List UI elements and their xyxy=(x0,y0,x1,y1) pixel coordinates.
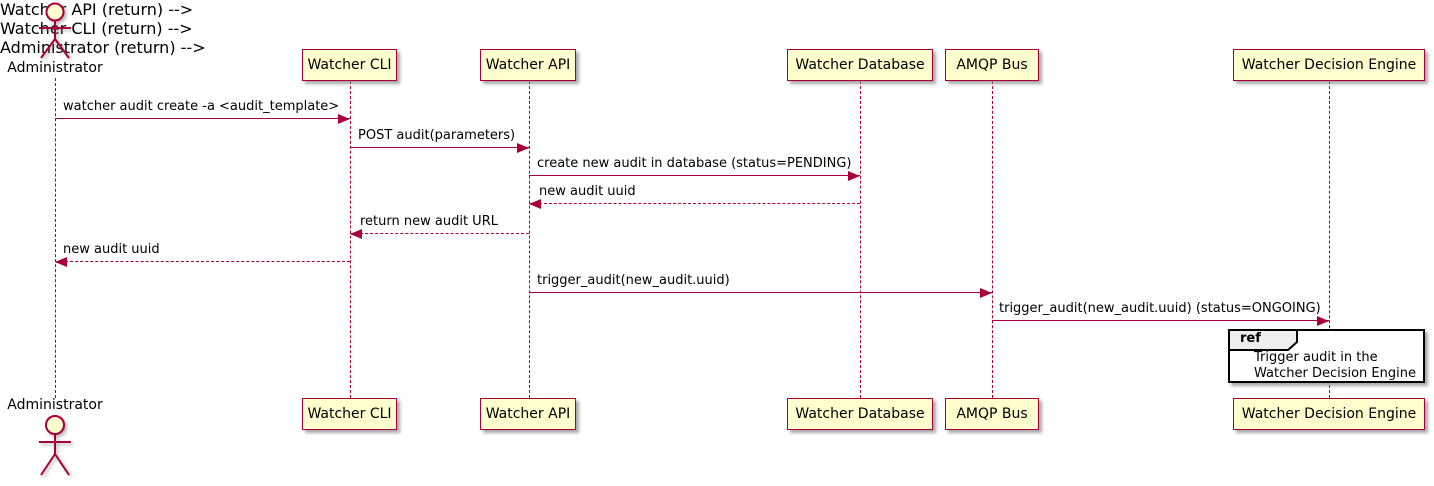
message-8-line xyxy=(992,320,1329,321)
arrowhead-left-icon xyxy=(350,229,362,239)
participant-watcher-cli-top: Watcher CLI xyxy=(302,49,397,81)
message-8-label: trigger_audit(new_audit.uuid) (status=ON… xyxy=(999,301,1321,316)
message-5-line xyxy=(350,233,529,234)
participant-label: AMQP Bus xyxy=(956,406,1028,422)
message-4-label: new audit uuid xyxy=(539,184,636,199)
participant-watcher-decision-engine-bottom: Watcher Decision Engine xyxy=(1233,398,1425,430)
arrowhead-right-icon xyxy=(338,114,350,124)
participant-watcher-database-top: Watcher Database xyxy=(787,49,933,81)
message-7-label: trigger_audit(new_audit.uuid) xyxy=(537,273,730,288)
arrowhead-left-icon xyxy=(529,199,541,209)
message-3-label: create new audit in database (status=PEN… xyxy=(537,156,852,171)
participant-label: Watcher API xyxy=(485,406,571,422)
message-4-line xyxy=(529,203,860,204)
ref-tab-icon xyxy=(1228,329,1298,351)
message-1-line xyxy=(55,118,350,119)
ref-text-line-1: Trigger audit in the xyxy=(1254,350,1378,365)
message-6-line xyxy=(55,261,350,262)
participant-amqp-bus-top: AMQP Bus xyxy=(945,49,1039,81)
message-2-label: POST audit(parameters) xyxy=(358,128,516,143)
participant-label: Watcher Database xyxy=(795,406,925,422)
ref-fragment: ref Trigger audit in the Watcher Decisio… xyxy=(1228,329,1425,383)
message-7-line xyxy=(529,292,992,293)
message-6-label: new audit uuid xyxy=(63,242,160,257)
participant-watcher-decision-engine-top: Watcher Decision Engine xyxy=(1233,49,1425,81)
participant-label: Watcher API xyxy=(485,57,571,73)
ref-text-line-2: Watcher Decision Engine xyxy=(1254,366,1416,381)
lifeline-amqp-bus xyxy=(992,81,993,398)
message-2-line xyxy=(350,147,529,148)
arrowhead-right-icon xyxy=(848,171,860,181)
participant-watcher-cli-bottom: Watcher CLI xyxy=(302,398,397,430)
participant-watcher-api-top: Watcher API xyxy=(480,49,576,81)
participant-label: Watcher Decision Engine xyxy=(1241,406,1417,422)
arrowhead-right-icon xyxy=(980,288,992,298)
participant-label: Watcher Database xyxy=(795,57,925,73)
participant-label: Watcher CLI xyxy=(307,406,392,422)
message-3-line xyxy=(529,175,860,176)
arrowhead-right-icon xyxy=(1317,316,1329,326)
participant-label: Watcher Decision Engine xyxy=(1241,57,1417,73)
actor-label-administrator-top: Administrator xyxy=(7,60,103,76)
message-1-label: watcher audit create -a <audit_template> xyxy=(63,99,340,114)
lifeline-administrator xyxy=(55,78,56,398)
participant-watcher-api-bottom: Watcher API xyxy=(480,398,576,430)
actor-label-administrator-bottom: Administrator xyxy=(7,397,103,413)
lifeline-watcher-api xyxy=(529,81,530,398)
lifeline-watcher-database xyxy=(860,81,861,398)
ref-keyword: ref xyxy=(1240,331,1261,346)
actor-icon xyxy=(39,415,71,476)
participant-label: AMQP Bus xyxy=(956,57,1028,73)
message-5-label: return new audit URL xyxy=(360,214,498,229)
arrowhead-left-icon xyxy=(55,257,67,267)
actor-administrator-top xyxy=(35,2,75,64)
lifeline-watcher-decision-engine xyxy=(1329,81,1330,398)
lifeline-watcher-cli xyxy=(350,81,351,398)
actor-administrator-bottom xyxy=(35,414,75,482)
actor-icon xyxy=(39,2,71,59)
participant-label: Watcher CLI xyxy=(307,57,392,73)
arrowhead-right-icon xyxy=(517,143,529,153)
participant-watcher-database-bottom: Watcher Database xyxy=(787,398,933,430)
participant-amqp-bus-bottom: AMQP Bus xyxy=(945,398,1039,430)
